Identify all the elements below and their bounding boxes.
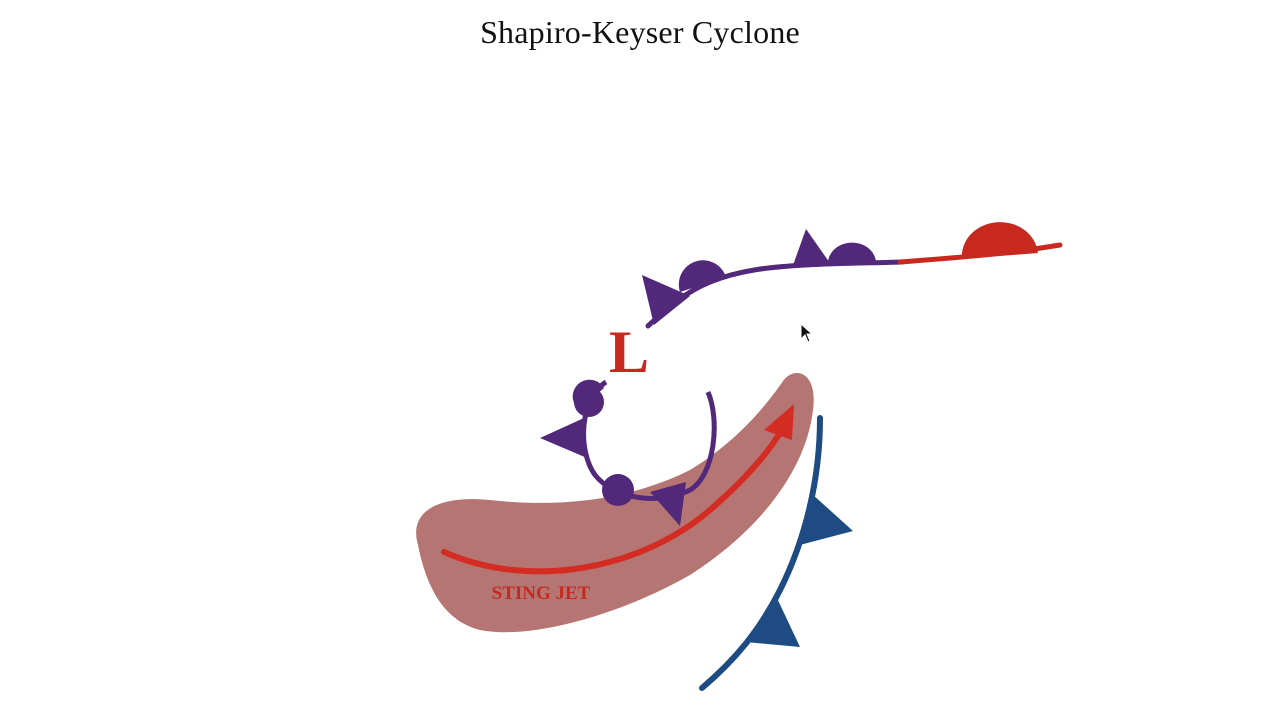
sting-jet-label: STING JET bbox=[492, 583, 591, 604]
sting-jet-arrowhead bbox=[764, 404, 794, 440]
slide-title: Shapiro-Keyser Cyclone bbox=[480, 14, 800, 50]
cold-front-spike bbox=[746, 596, 800, 647]
warm-front-bump bbox=[602, 474, 634, 506]
warm-front-bump bbox=[827, 242, 876, 265]
cold-front-spike bbox=[642, 275, 690, 325]
cold-front-symbols bbox=[746, 494, 853, 647]
cold-front-spike bbox=[796, 494, 853, 546]
sting-jet-arrow bbox=[441, 425, 786, 575]
cold-front-line bbox=[699, 415, 823, 691]
low-pressure-label: L bbox=[609, 319, 649, 385]
warm-front-bump bbox=[678, 260, 726, 292]
mouse-pointer-icon bbox=[800, 322, 814, 343]
cold-front-spike bbox=[540, 418, 587, 458]
occluded-front-symbols-ring bbox=[540, 379, 686, 526]
warm-front-bump bbox=[961, 222, 1038, 259]
warm-front-bump bbox=[574, 387, 604, 417]
cold-front-spike bbox=[792, 229, 832, 268]
occluded-front-symbols bbox=[642, 229, 876, 325]
cold-front-spike bbox=[650, 482, 686, 526]
